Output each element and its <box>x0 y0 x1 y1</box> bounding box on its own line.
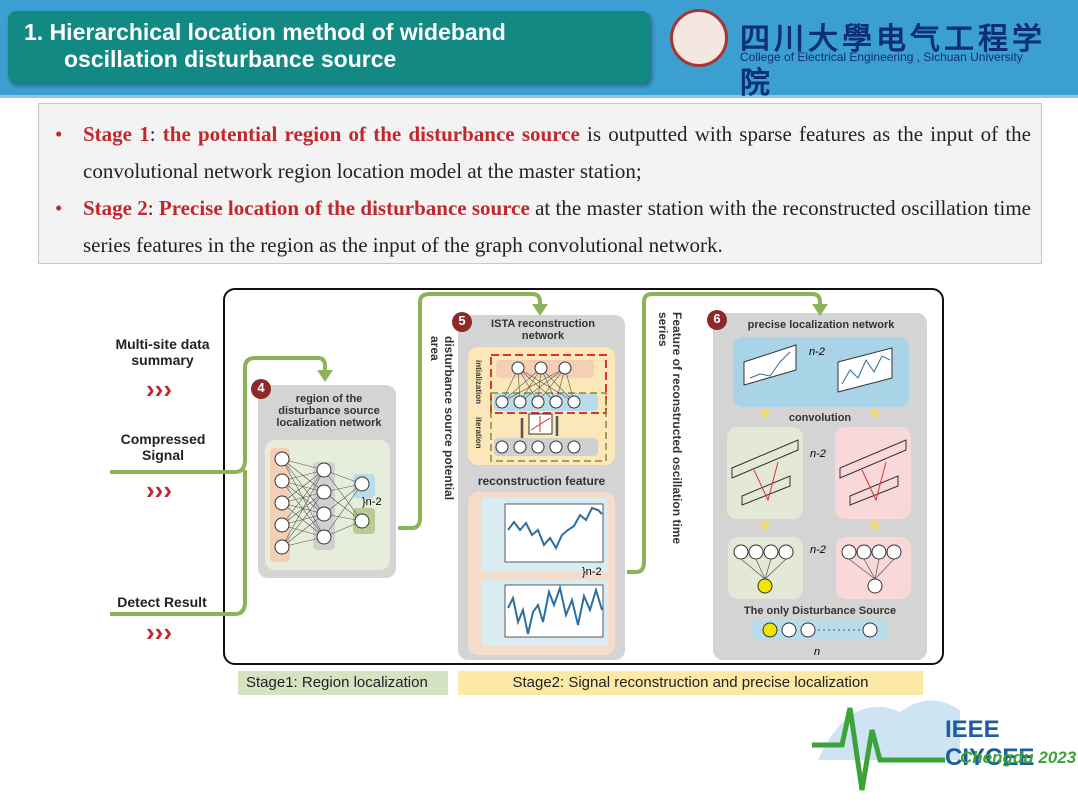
disturbance-source-label: The only Disturbance Source <box>743 605 897 617</box>
init-label: intialization <box>474 360 483 404</box>
conv-block-1 <box>727 427 803 519</box>
step4-number: 4 <box>257 380 265 395</box>
n-2-label-mid: n-2 <box>810 448 826 460</box>
step5-number: 5 <box>458 313 466 328</box>
arrow-label-potential-area: disturbance source potential area <box>428 336 456 501</box>
input-detect-result: Detect Result <box>117 594 207 610</box>
university-seal-logo <box>670 9 728 67</box>
bullet-stage1: •Stage 1: the potential region of the di… <box>55 122 1031 183</box>
reconstruction-feature-title: reconstruction feature <box>477 474 606 488</box>
conv-block-2 <box>835 427 911 519</box>
step4-title: region of the disturbance source localiz… <box>276 393 382 429</box>
title-line-2: oscillation disturbance source <box>64 46 397 72</box>
svg-text:›››: ››› <box>146 475 172 505</box>
step4-n-label: }n-2 <box>362 496 382 508</box>
step5-n-label: }n-2 <box>582 566 602 578</box>
stage1-label: Stage1: Region localization <box>238 671 448 695</box>
stage-description: •Stage 1: the potential region of the di… <box>38 103 1042 264</box>
chevron-icons: ››› ››› ››› <box>146 374 172 647</box>
step6-title: precise localization network <box>747 319 895 331</box>
input-multi-site: Multi-site data summary <box>115 336 210 368</box>
n-2-label-top: n-2 <box>809 346 825 358</box>
conference-place: Chengdu 2023 <box>960 748 1077 767</box>
flow-connectors <box>110 292 822 616</box>
slide-title: 1. Hierarchical location method of wideb… <box>8 11 650 83</box>
step5-title: ISTA reconstruction network <box>491 318 595 342</box>
svg-text:›››: ››› <box>146 374 172 404</box>
diagram-frame <box>223 288 944 665</box>
convolution-label: convolution <box>788 412 852 424</box>
college-name-cn: 四川大學电气工程学院 <box>740 22 1046 101</box>
conference-name: IEEE CIYCEE <box>945 716 1035 771</box>
svg-text:›››: ››› <box>146 617 172 647</box>
step6-number: 6 <box>713 311 721 326</box>
n-label: n <box>814 646 821 658</box>
iteration-label: iteration <box>474 417 483 449</box>
n-2-label-bottom: n-2 <box>810 544 826 556</box>
college-name-en: College of Electrical Engineering , Sich… <box>740 50 1023 64</box>
title-line-1: 1. Hierarchical location method of wideb… <box>24 19 506 45</box>
stage2-label: Stage2: Signal reconstruction and precis… <box>458 671 923 695</box>
arrow-label-reconstructed-series: Feature of reconstructed oscillation tim… <box>656 312 684 545</box>
input-compressed-signal: Compressed Signal <box>120 431 206 463</box>
bullet-stage2: •Stage 2: Precise location of the distur… <box>55 196 1031 257</box>
